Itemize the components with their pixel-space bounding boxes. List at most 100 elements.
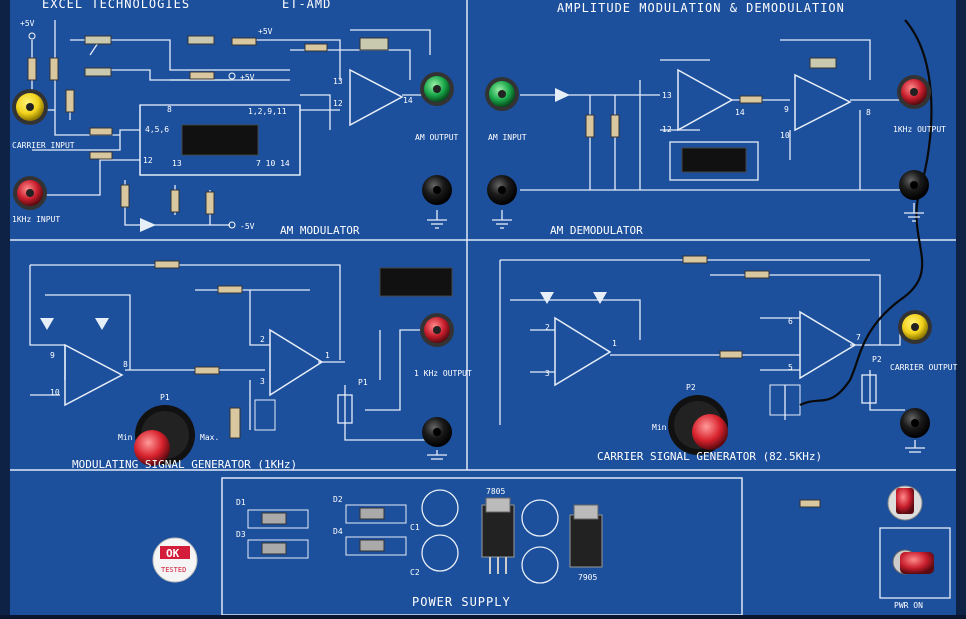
plus5v-top-terminal bbox=[28, 32, 36, 40]
sticker-tested: TESTED bbox=[161, 566, 186, 574]
mod-gen-title: MODULATING SIGNAL GENERATOR (1KHz) bbox=[72, 458, 297, 471]
pwr-on-label: PWR ON bbox=[894, 601, 923, 610]
op-pin14-label: 14 bbox=[403, 96, 413, 105]
mod-gen-pin10: 10 bbox=[50, 388, 60, 397]
pins-right-label: 1,2,9,11 bbox=[248, 107, 287, 116]
jack-am-input-ground[interactable] bbox=[487, 175, 517, 205]
am-input-label: AM INPUT bbox=[488, 133, 527, 142]
mod-gen-pin2: 2 bbox=[260, 335, 265, 344]
carrier-gen-components bbox=[540, 255, 801, 416]
carrier-gen-title: CARRIER SIGNAL GENERATOR (82.5KHz) bbox=[597, 450, 822, 463]
p1-pot-label: P1 bbox=[358, 378, 368, 387]
am-modulator-title: AM MODULATOR bbox=[280, 224, 360, 237]
d1-label: D1 bbox=[236, 498, 246, 507]
demod-opamp-2 bbox=[794, 73, 852, 132]
carrier-output-label: CARRIER OUTPUT bbox=[890, 363, 958, 372]
demod-ic-chip bbox=[681, 147, 747, 173]
p1-knob[interactable] bbox=[134, 405, 195, 466]
op-pin13-label: 13 bbox=[333, 77, 343, 86]
patch-wire bbox=[799, 19, 933, 406]
demod-op2-pin8: 8 bbox=[866, 108, 871, 117]
pin13-label: 13 bbox=[172, 159, 182, 168]
demod-op2-pin9: 9 bbox=[784, 105, 789, 114]
mod-gen-pin8: 8 bbox=[123, 360, 128, 369]
mod-gen-ic-chip bbox=[379, 267, 453, 297]
sticker-ok: OK bbox=[166, 547, 180, 560]
c1-label: C1 bbox=[410, 523, 420, 532]
modulator-ic-outline bbox=[139, 104, 301, 176]
jack-carrier-input[interactable] bbox=[12, 89, 48, 125]
p2-pot-label: P2 bbox=[872, 355, 882, 364]
mod-gen-opamp-1 bbox=[64, 343, 124, 407]
regulator-neg-label: 7905 bbox=[578, 573, 597, 582]
1khz-input-label: 1KHz INPUT bbox=[12, 215, 60, 224]
p1-max-label: Max. bbox=[200, 433, 219, 442]
power-led bbox=[887, 485, 923, 521]
mod-gen-pin3: 3 bbox=[260, 377, 265, 386]
am-mod-opamp bbox=[349, 68, 404, 127]
power-supply-components bbox=[247, 489, 821, 584]
modulator-ic-chip bbox=[181, 124, 259, 156]
jack-carrier-output-ground[interactable] bbox=[900, 408, 930, 438]
p1-knob-label: P1 bbox=[160, 393, 170, 402]
power-switch[interactable] bbox=[879, 527, 951, 599]
carrier-gen-pin2: 2 bbox=[545, 323, 550, 332]
p1-min-label: Min bbox=[118, 433, 133, 442]
carrier-gen-opamp-2 bbox=[799, 310, 857, 380]
pins-left-label: 4,5,6 bbox=[145, 125, 169, 134]
demod-opamp-1 bbox=[677, 68, 734, 132]
model-label: ET-AMD bbox=[282, 0, 331, 11]
jack-am-output-ground[interactable] bbox=[422, 175, 452, 205]
demod-op1-pin12: 12 bbox=[662, 125, 672, 134]
modulator-resistors bbox=[27, 35, 389, 232]
am-output-label: AM OUTPUT bbox=[415, 133, 459, 142]
plus5v-b-terminal bbox=[228, 72, 236, 80]
1khz-output-demod-label: 1KHz OUTPUT bbox=[893, 125, 946, 134]
power-supply-title: POWER SUPPLY bbox=[412, 595, 511, 609]
p2-knob[interactable] bbox=[668, 395, 728, 455]
p2-preset-pot bbox=[861, 374, 877, 404]
carrier-gen-pin1: 1 bbox=[612, 339, 617, 348]
carrier-gen-opamp-1 bbox=[554, 316, 612, 387]
jack-am-input[interactable] bbox=[485, 77, 519, 111]
p1-preset-pot bbox=[337, 394, 353, 424]
am-demod-wiring bbox=[520, 39, 910, 191]
carrier-input-label: CARRIER INPUT bbox=[12, 141, 75, 150]
jack-1khz-output-demod[interactable] bbox=[897, 75, 931, 109]
op-pin12-label: 12 bbox=[333, 99, 343, 108]
minus5v-label: -5V bbox=[240, 222, 255, 231]
regulator-pos-label: 7805 bbox=[486, 487, 505, 496]
jack-1khz-output[interactable] bbox=[420, 313, 454, 347]
ok-tested-sticker bbox=[152, 537, 198, 583]
carrier-gen-pin3: 3 bbox=[545, 369, 550, 378]
mod-gen-components bbox=[40, 260, 276, 439]
jack-1khz-input[interactable] bbox=[13, 176, 47, 210]
jack-1khz-output-ground[interactable] bbox=[422, 417, 452, 447]
mod-gen-pin1: 1 bbox=[325, 351, 330, 360]
demod-ic-outline bbox=[669, 141, 759, 181]
am-demodulator-title: AM DEMODULATOR bbox=[550, 224, 643, 237]
c2-label: C2 bbox=[410, 568, 420, 577]
d3-label: D3 bbox=[236, 530, 246, 539]
p2-knob-label: P2 bbox=[686, 383, 696, 392]
pin12-label: 12 bbox=[143, 156, 153, 165]
jack-am-output[interactable] bbox=[420, 72, 454, 106]
demod-op1-pin13: 13 bbox=[662, 91, 672, 100]
mod-gen-opamp-2 bbox=[269, 328, 324, 397]
pin8-label: 8 bbox=[167, 105, 172, 114]
jack-carrier-output[interactable] bbox=[898, 310, 932, 344]
d4-label: D4 bbox=[333, 527, 343, 536]
d2-label: D2 bbox=[333, 495, 343, 504]
plus5v-b-label: +5V bbox=[240, 73, 255, 82]
demod-components bbox=[555, 57, 837, 138]
plus5v-top-label: +5V bbox=[20, 19, 35, 28]
section-dividers bbox=[10, 0, 956, 616]
plus5v-a-label: +5V bbox=[258, 27, 273, 36]
pin7-10-14-label: 7 10 14 bbox=[256, 159, 290, 168]
jack-demod-ground[interactable] bbox=[899, 170, 929, 200]
carrier-gen-pin7: 7 bbox=[856, 333, 861, 342]
mod-gen-pin9: 9 bbox=[50, 351, 55, 360]
ground-symbols bbox=[427, 203, 925, 460]
